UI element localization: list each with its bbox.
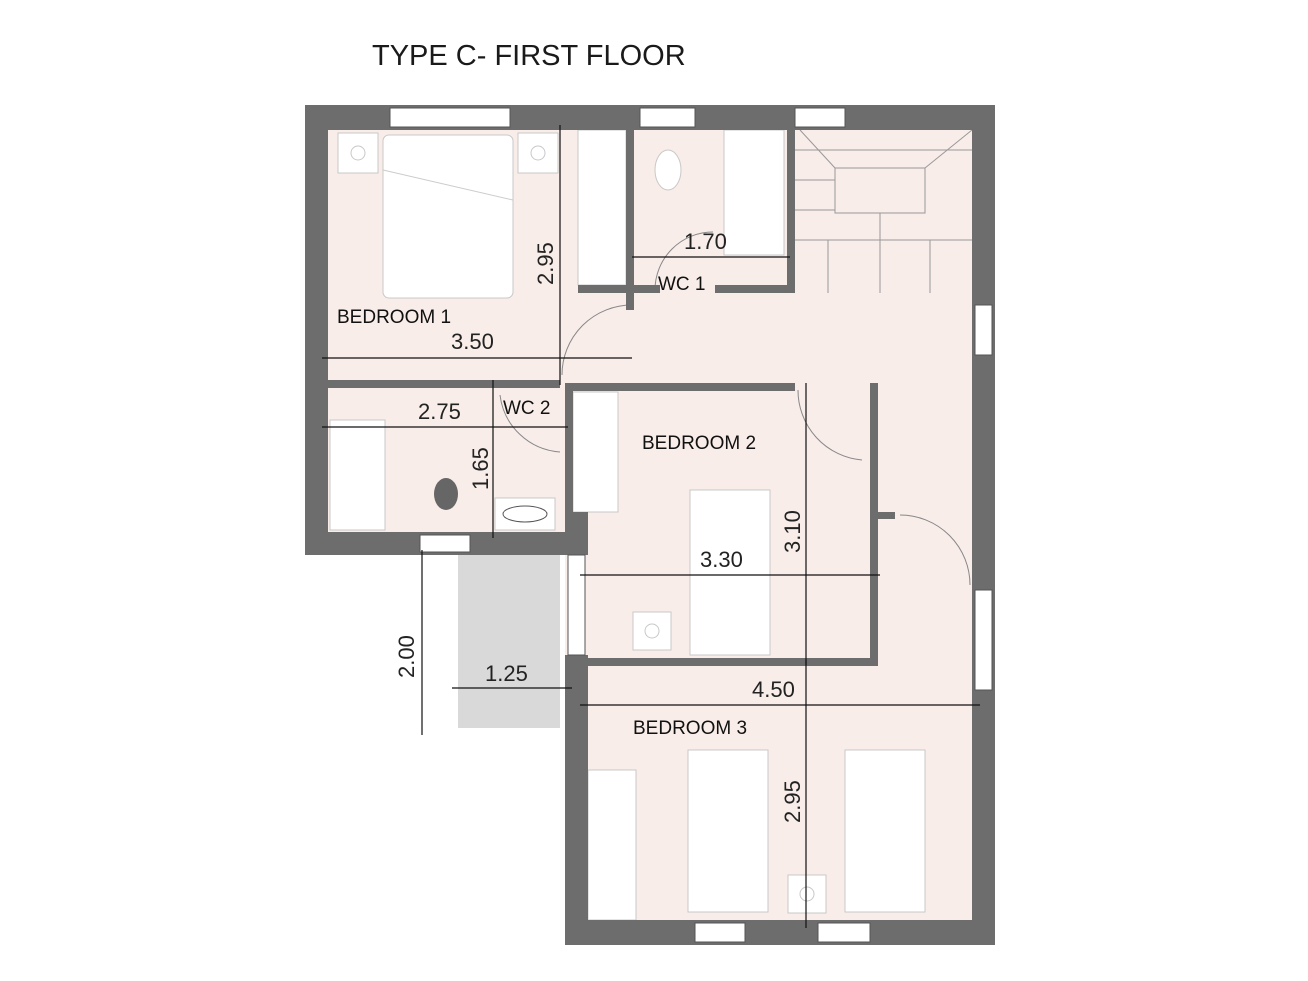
dim-bedroom2-width: 3.30 xyxy=(700,547,743,572)
dim-wc2-depth: 1.65 xyxy=(468,447,493,490)
room-label-wc1: WC 1 xyxy=(658,274,706,295)
wardrobe xyxy=(587,769,637,921)
single-bed xyxy=(844,749,926,913)
furniture xyxy=(329,129,973,921)
walls xyxy=(305,105,995,945)
dim-bedroom1-depth: 2.95 xyxy=(533,242,558,285)
dim-bedroom1-width: 3.50 xyxy=(451,329,494,354)
toilet xyxy=(654,149,682,191)
dim-balcony-depth: 2.00 xyxy=(394,635,419,678)
staircase xyxy=(795,129,973,293)
shower xyxy=(329,419,386,531)
single-bed xyxy=(687,749,769,913)
wardrobe xyxy=(577,129,627,286)
dim-wc1-width: 1.70 xyxy=(684,229,727,254)
dim-balcony-width: 1.25 xyxy=(485,661,528,686)
double-bed xyxy=(382,134,514,299)
room-label-bedroom3: BEDROOM 3 xyxy=(633,718,747,739)
balcony xyxy=(458,555,560,728)
single-bed xyxy=(689,489,771,656)
dimension-lines xyxy=(322,125,980,928)
plan-title: TYPE C- FIRST FLOOR xyxy=(372,40,686,72)
toilet xyxy=(434,478,458,510)
windows xyxy=(389,107,993,943)
sink xyxy=(494,497,556,531)
shower xyxy=(723,129,785,256)
room-label-bedroom1: BEDROOM 1 xyxy=(337,307,451,328)
door-swings xyxy=(499,231,971,586)
room-label-wc2: WC 2 xyxy=(503,398,551,419)
dim-wc2-width: 2.75 xyxy=(418,399,461,424)
dim-bedroom2-depth: 3.10 xyxy=(780,510,805,553)
wardrobe xyxy=(572,391,619,513)
dim-bedroom3-width: 4.50 xyxy=(752,677,795,702)
dim-bedroom3-depth: 2.95 xyxy=(780,780,805,823)
room-label-bedroom2: BEDROOM 2 xyxy=(642,433,756,454)
